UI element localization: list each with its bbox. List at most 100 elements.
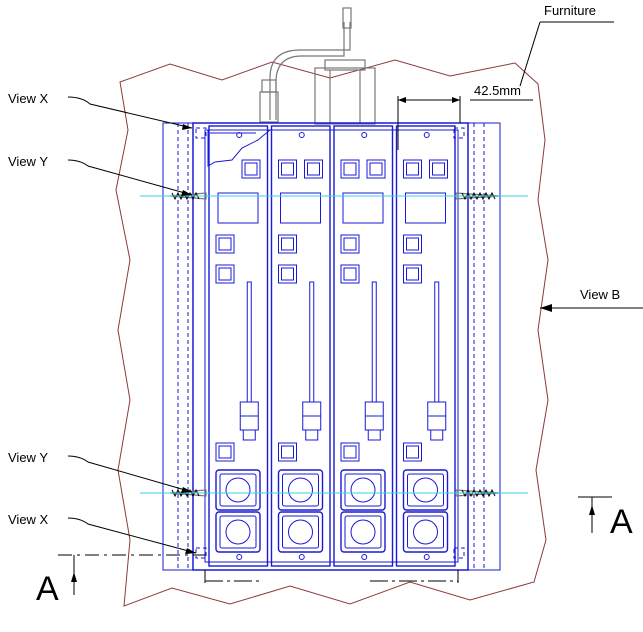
- fader-track: [371, 281, 377, 418]
- module-button: [215, 234, 235, 254]
- large-button-inner: [344, 473, 382, 507]
- main-frame: [192, 122, 469, 571]
- module-display: [217, 192, 259, 224]
- module-display: [280, 192, 321, 224]
- large-button-inner: [219, 473, 257, 507]
- view-b-label: View B: [580, 287, 620, 302]
- large-button-cap: [350, 477, 376, 503]
- cable-connector: [259, 7, 376, 125]
- module-button: [278, 264, 297, 284]
- large-button-cap: [288, 477, 313, 503]
- module-button: [215, 264, 235, 284]
- large-button: [402, 469, 449, 511]
- module-button: [340, 442, 360, 462]
- large-button: [340, 511, 386, 553]
- large-button-cap: [225, 477, 251, 503]
- large-button: [277, 511, 324, 553]
- module-panel: [395, 125, 456, 567]
- module-button-inner: [432, 162, 445, 176]
- module-panel: [208, 125, 269, 567]
- module-button-inner: [369, 162, 383, 176]
- module-display: [405, 192, 446, 224]
- module-button-inner: [281, 445, 294, 459]
- module-panel: [270, 125, 331, 567]
- module-button-inner: [343, 237, 357, 251]
- module-button: [340, 159, 360, 179]
- module-button: [403, 442, 422, 462]
- module-button-inner: [343, 162, 357, 176]
- large-button-inner: [219, 515, 257, 549]
- module-button-inner: [406, 267, 419, 281]
- module-button: [278, 159, 297, 179]
- fader-track: [434, 281, 440, 418]
- module-button: [215, 442, 235, 462]
- fader-knob-base: [305, 429, 319, 441]
- section-a-left-label: A: [36, 570, 59, 608]
- large-button: [340, 469, 386, 511]
- fader-knob-base: [430, 429, 444, 441]
- module-panel: [333, 125, 394, 567]
- large-button: [215, 469, 261, 511]
- module-button: [403, 234, 422, 254]
- module-button-inner: [406, 162, 419, 176]
- large-button-cap: [350, 519, 376, 545]
- module-top-screw: [361, 132, 368, 138]
- module-bottom-screw: [361, 554, 368, 560]
- fader-track: [246, 281, 252, 418]
- module-top-screw: [423, 132, 430, 138]
- module-button-inner: [218, 267, 232, 281]
- module-bottom-screw: [298, 554, 305, 560]
- large-button: [277, 469, 324, 511]
- view-y-bottom-label: View Y: [8, 450, 48, 465]
- section-a-right-label: A: [610, 503, 633, 541]
- module-button: [278, 442, 297, 462]
- large-button: [215, 511, 261, 553]
- module-button-inner: [244, 162, 258, 176]
- view-y-top-label: View Y: [8, 154, 48, 169]
- module-button: [429, 159, 448, 179]
- large-button-inner: [407, 473, 444, 507]
- module-button: [403, 159, 422, 179]
- module-button: [278, 234, 297, 254]
- module-button-inner: [343, 267, 357, 281]
- module-button: [366, 159, 386, 179]
- module-button-inner: [343, 445, 357, 459]
- large-button: [402, 511, 449, 553]
- large-button-cap: [288, 519, 313, 545]
- large-button-inner: [407, 515, 444, 549]
- module-button: [304, 159, 323, 179]
- module-button-inner: [406, 445, 419, 459]
- fader-knob-base: [242, 429, 256, 441]
- module-button-inner: [281, 237, 294, 251]
- large-button-inner: [282, 515, 319, 549]
- large-button-cap: [413, 477, 438, 503]
- fader-modules: [208, 125, 456, 567]
- furniture-label: Furniture: [544, 3, 596, 18]
- fader-track: [309, 281, 315, 418]
- module-button: [403, 264, 422, 284]
- module-button: [241, 159, 261, 179]
- module-button-inner: [281, 267, 294, 281]
- module-button-inner: [218, 445, 232, 459]
- module-button: [340, 234, 360, 254]
- large-button-cap: [413, 519, 438, 545]
- module-button-inner: [406, 237, 419, 251]
- dimension-label: 42.5mm: [474, 83, 521, 98]
- module-button: [340, 264, 360, 284]
- module-bottom-screw: [423, 554, 430, 560]
- module-button-inner: [281, 162, 294, 176]
- large-button-inner: [282, 473, 319, 507]
- module-top-screw: [298, 132, 305, 138]
- module-button-inner: [218, 237, 232, 251]
- large-button-cap: [225, 519, 251, 545]
- module-display: [342, 192, 384, 224]
- fader-knob-base: [367, 429, 381, 441]
- view-x-top-label: View X: [8, 91, 49, 106]
- module-button-inner: [307, 162, 320, 176]
- module-bottom-screw: [236, 554, 243, 560]
- large-button-inner: [344, 515, 382, 549]
- furniture-outline: [115, 59, 549, 607]
- view-x-bottom-label: View X: [8, 512, 49, 527]
